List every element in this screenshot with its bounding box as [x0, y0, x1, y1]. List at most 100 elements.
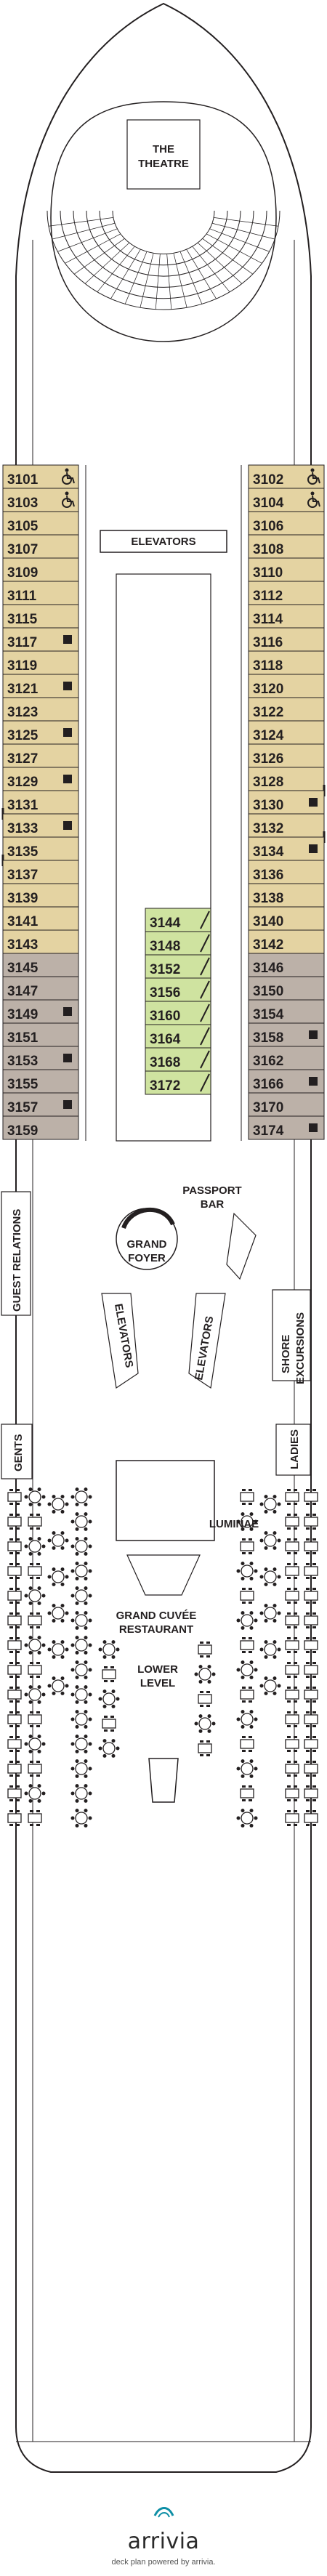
cabin-3174[interactable]: 3174: [248, 1115, 325, 1140]
ladies[interactable]: LADIES: [275, 1424, 311, 1476]
cabin-3118[interactable]: 3118: [248, 650, 325, 675]
cabin-3122[interactable]: 3122: [248, 697, 325, 722]
cabin-3160[interactable]: 3160: [145, 1001, 211, 1025]
cabin-3102[interactable]: 3102: [248, 464, 325, 489]
cabin-number: 3139: [7, 891, 38, 906]
cabin-3139[interactable]: 3139: [2, 883, 79, 908]
cabin-3170[interactable]: 3170: [248, 1092, 325, 1117]
dining-table: [98, 1640, 120, 1659]
shore-excursions[interactable]: SHORE EXCURSIONS: [272, 1289, 311, 1384]
dining-table: [70, 1660, 92, 1679]
cabin-3166[interactable]: 3166: [248, 1069, 325, 1094]
dining-table: [47, 1531, 69, 1550]
cabin-3145[interactable]: 3145: [2, 953, 79, 977]
grand-cuvee-restaurant[interactable]: LUMINAE GRAND CUVÉE RESTAURANT LOWER LEV…: [7, 1460, 318, 1828]
cabin-3130[interactable]: 3130: [248, 790, 325, 815]
cabin-3146[interactable]: 3146: [248, 953, 325, 977]
cabin-3137[interactable]: 3137: [2, 860, 79, 884]
cabin-3156[interactable]: 3156: [145, 977, 211, 1002]
dining-table: [304, 1810, 318, 1826]
cabin-3115[interactable]: 3115: [2, 604, 79, 629]
cabin-3150[interactable]: 3150: [248, 976, 325, 1001]
cabin-3133[interactable]: 3133: [2, 813, 79, 838]
cabin-3151[interactable]: 3151: [2, 1022, 79, 1047]
cabin-3121[interactable]: 3121: [2, 674, 79, 698]
cabin-3154[interactable]: 3154: [248, 999, 325, 1024]
dining-table: [304, 1514, 318, 1530]
cabin-3103[interactable]: 3103: [2, 488, 79, 512]
cabin-3117[interactable]: 3117: [2, 627, 79, 652]
elevators-left[interactable]: ELEVATORS: [101, 1293, 139, 1389]
dining-table: [28, 1563, 42, 1579]
cabin-3123[interactable]: 3123: [2, 697, 79, 722]
cabin-3108[interactable]: 3108: [248, 534, 325, 559]
cabin-3104[interactable]: 3104: [248, 488, 325, 512]
cabin-3127[interactable]: 3127: [2, 743, 79, 768]
cabin-3149[interactable]: 3149: [2, 999, 79, 1024]
elevators-top[interactable]: ELEVATORS: [100, 530, 227, 553]
seat-divider: [206, 233, 262, 264]
cabin-3158[interactable]: 3158: [248, 1022, 325, 1047]
cabin-3153[interactable]: 3153: [2, 1046, 79, 1070]
cabin-number: 3172: [150, 1078, 180, 1094]
cabin-3110[interactable]: 3110: [248, 557, 325, 582]
theatre-label: THEATRE: [138, 158, 189, 170]
cabin-3109[interactable]: 3109: [2, 557, 79, 582]
cabin-3144[interactable]: 3144: [145, 908, 211, 932]
seat-divider: [179, 251, 203, 304]
cabin-3129[interactable]: 3129: [2, 767, 79, 791]
cabin-3148[interactable]: 3148: [145, 931, 211, 956]
guest-relations[interactable]: GUEST RELATIONS: [1, 1191, 31, 1316]
cabin-3147[interactable]: 3147: [2, 976, 79, 1001]
cabin-cell: [248, 1092, 325, 1117]
cabin-3112[interactable]: 3112: [248, 581, 325, 605]
cabin-number: 3133: [7, 821, 38, 836]
gents[interactable]: GENTS: [1, 1424, 33, 1479]
dining-table: [259, 1604, 281, 1623]
cabin-3111[interactable]: 3111: [2, 581, 79, 605]
theatre[interactable]: THE THEATRE: [47, 101, 280, 342]
cabin-3159[interactable]: 3159: [2, 1115, 79, 1140]
cabin-number: 3149: [7, 1007, 38, 1022]
cabin-3142[interactable]: 3142: [248, 929, 325, 954]
cabin-3164[interactable]: 3164: [145, 1024, 211, 1049]
cabin-3120[interactable]: 3120: [248, 674, 325, 698]
cabin-3125[interactable]: 3125: [2, 720, 79, 745]
cabin-3101[interactable]: 3101: [2, 464, 79, 489]
cabin-3138[interactable]: 3138: [248, 883, 325, 908]
passport-bar[interactable]: PASSPORT BAR: [182, 1184, 257, 1280]
cabin-3114[interactable]: 3114: [248, 604, 325, 629]
cabin-3162[interactable]: 3162: [248, 1046, 325, 1070]
dining-table: [7, 1637, 22, 1653]
cabin-3116[interactable]: 3116: [248, 627, 325, 652]
cabin-3152[interactable]: 3152: [145, 954, 211, 979]
cabin-cell: [2, 511, 79, 536]
cabin-3172[interactable]: 3172: [145, 1070, 211, 1095]
elevators-right[interactable]: ELEVATORS: [188, 1293, 226, 1389]
cabin-3119[interactable]: 3119: [2, 650, 79, 675]
grand-foyer[interactable]: GRAND FOYER: [116, 1207, 178, 1270]
cabin-cell: [145, 1070, 211, 1095]
cabin-3134[interactable]: 3134: [248, 836, 325, 861]
cabin-3131[interactable]: 3131: [1, 790, 79, 820]
cabin-3126[interactable]: 3126: [248, 743, 325, 768]
cabin-3124[interactable]: 3124: [248, 720, 325, 745]
dining-table: [70, 1735, 92, 1753]
square-marker-icon: [63, 635, 72, 644]
cabin-number: 3108: [253, 542, 283, 557]
cabin-3106[interactable]: 3106: [248, 511, 325, 536]
cabin-3157[interactable]: 3157: [2, 1092, 79, 1117]
cabin-3136[interactable]: 3136: [248, 860, 325, 884]
cabin-3128[interactable]: 3128: [248, 767, 326, 796]
dining-table: [28, 1711, 42, 1727]
cabin-3168[interactable]: 3168: [145, 1047, 211, 1072]
dining-table: [28, 1612, 42, 1628]
cabin-3105[interactable]: 3105: [2, 511, 79, 536]
dining-table: [304, 1563, 318, 1579]
cabin-3140[interactable]: 3140: [248, 906, 325, 931]
cabin-cell: [248, 650, 325, 675]
cabin-3141[interactable]: 3141: [2, 906, 79, 931]
cabin-3107[interactable]: 3107: [2, 534, 79, 559]
cabin-3155[interactable]: 3155: [2, 1069, 79, 1094]
cabin-3143[interactable]: 3143: [2, 929, 79, 954]
